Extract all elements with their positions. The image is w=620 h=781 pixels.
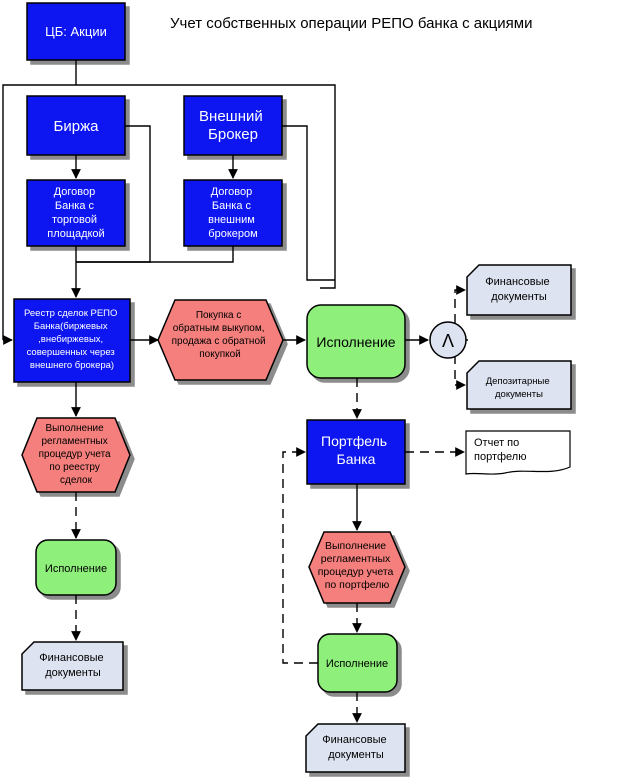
node-label: Депозитарные документы [486, 376, 553, 400]
node-label: Финансовые документы [485, 276, 552, 303]
node-depozitarnye-dokumenty[interactable]: Депозитарные документы [466, 360, 572, 410]
node-reestr-sdelok[interactable]: Реестр сделок РЕПО Банка(биржевых ,внеби… [13, 298, 131, 383]
node-pokupka-obratnyy-vykup[interactable]: Покупка с обратным выкупом, продажа с об… [157, 299, 284, 381]
node-label: Портфель Банка [321, 433, 391, 467]
node-otchet-po-portfelyu[interactable]: Отчет по портфелю [465, 430, 571, 475]
connectors [2, 60, 429, 531]
node-and-gate[interactable]: Λ [429, 321, 467, 359]
node-label: Выполнение регламентных процедур учета п… [318, 540, 397, 591]
node-label: Исполнение [326, 658, 388, 670]
node-label: Внешний Брокер [199, 108, 267, 143]
node-vypolnenie-reglament-reestr[interactable]: Выполнение регламентных процедур учета п… [21, 417, 131, 493]
node-finansovye-dokumenty-2[interactable]: Финансовые документы [21, 641, 124, 691]
node-label: Договор Банка с внешним брокером [208, 186, 258, 240]
node-label: Финансовые документы [322, 734, 389, 761]
node-label: Финансовые документы [39, 652, 106, 679]
node-label: Покупка с обратным выкупом, продажа с об… [172, 310, 269, 360]
node-finansovye-dokumenty-1[interactable]: Финансовые документы [466, 264, 572, 316]
node-vypolnenie-reglament-portfel[interactable]: Выполнение регламентных процедур учета п… [308, 531, 406, 604]
dashed-connectors [71, 285, 468, 723]
node-label: Отчет по портфелю [474, 437, 526, 463]
node-label: Реестр сделок РЕПО Банка(биржевых ,внеби… [24, 308, 120, 371]
node-dogovor-vneshniy-broker[interactable]: Договор Банка с внешним брокером [183, 179, 283, 247]
node-ispolnenie-1[interactable]: Исполнение [306, 304, 406, 379]
node-label: Биржа [54, 118, 100, 135]
node-label: Выполнение регламентных процедур учета п… [39, 423, 114, 486]
diagram-title: Учет собственных операции РЕПО банка с а… [170, 15, 532, 32]
node-ispolnenie-3[interactable]: Исполнение [317, 633, 398, 693]
node-dogovor-torgovaya-ploshchadka[interactable]: Договор Банка с торговой площадкой [26, 179, 126, 247]
node-label: Договор Банка с торговой площадкой [47, 186, 104, 240]
node-portfel-banka[interactable]: Портфель Банка [306, 419, 406, 485]
node-label: Исполнение [45, 563, 107, 575]
node-label: Исполнение [316, 334, 395, 350]
node-finansovye-dokumenty-3[interactable]: Финансовые документы [305, 723, 406, 773]
node-cb-akcii[interactable]: ЦБ: Акции [26, 2, 126, 61]
and-symbol: Λ [442, 331, 454, 351]
node-label: ЦБ: Акции [45, 24, 107, 39]
node-ispolnenie-2[interactable]: Исполнение [35, 539, 117, 596]
node-vneshniy-broker[interactable]: Внешний Брокер [183, 95, 283, 156]
node-birzha[interactable]: Биржа [26, 95, 126, 156]
